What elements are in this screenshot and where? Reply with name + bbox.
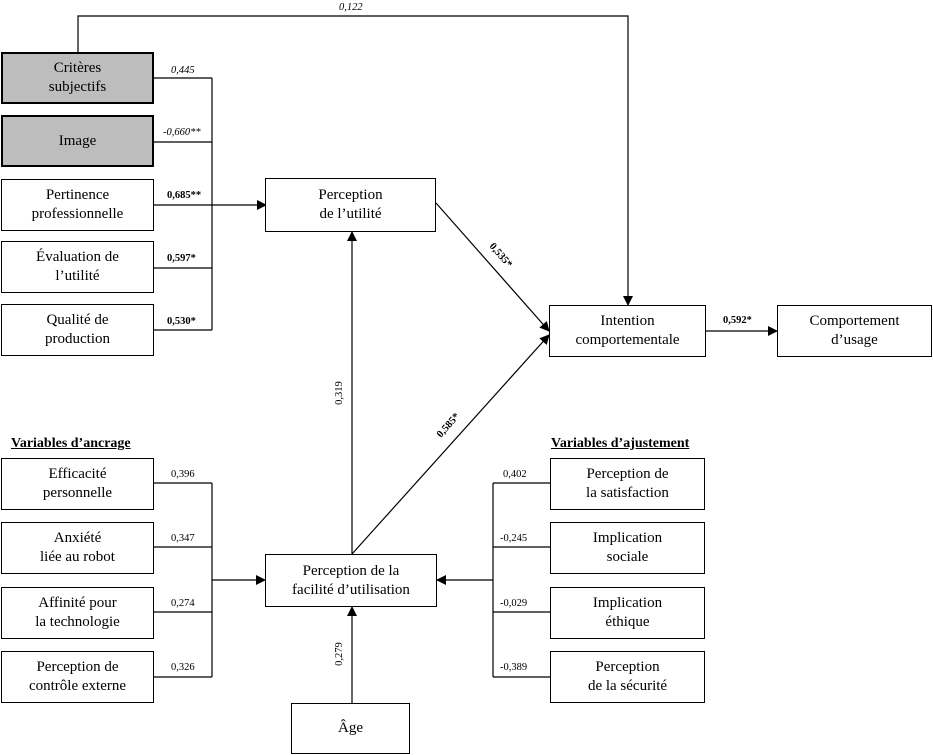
coef-age: 0,279 [334, 642, 345, 666]
box-perception-securite: Perception de la sécurité [550, 651, 705, 703]
path-criteres-intention [77, 15, 633, 306]
coef-satisfaction: 0,402 [503, 469, 527, 480]
box-efficacite-personnelle: Efficacité personnelle [1, 458, 154, 510]
coef-efficacite: 0,396 [171, 469, 195, 480]
coef-criteres: 0,445 [171, 65, 195, 76]
box-perception-satisfaction: Perception de la satisfaction [550, 458, 705, 510]
header-variables-ajustement: Variables d’ajustement [551, 436, 690, 451]
coef-image: -0,660** [163, 127, 201, 138]
coef-intention-comportement: 0,592* [723, 315, 752, 326]
box-evaluation-utilite: Évaluation de l’utilité [1, 241, 154, 293]
coef-evaluation: 0,597* [167, 253, 196, 264]
coef-anxiete: 0,347 [171, 533, 195, 544]
coef-qualite: 0,530* [167, 316, 196, 327]
box-age: Âge [291, 703, 410, 754]
box-facilite-utilisation: Perception de la facilité d’utilisation [265, 554, 437, 607]
header-variables-ancrage: Variables d’ancrage [11, 436, 131, 451]
coef-implication-sociale: -0,245 [500, 533, 528, 544]
coef-affinite: 0,274 [171, 598, 195, 609]
box-pertinence-professionnelle: Pertinence professionnelle [1, 179, 154, 231]
box-implication-ethique: Implication éthique [550, 587, 705, 639]
box-qualite-production: Qualité de production [1, 304, 154, 356]
coef-criteres-intention: 0,122 [339, 2, 363, 13]
box-criteres-subjectifs: Critères subjectifs [1, 52, 154, 104]
coef-implication-ethique: -0,029 [500, 598, 528, 609]
arrow-utilite-intention [435, 202, 550, 332]
coef-pertinence: 0,685** [167, 190, 202, 201]
box-intention-comportementale: Intention comportementale [549, 305, 706, 357]
arrow-facilite-intention [351, 334, 550, 555]
box-perception-utilite: Perception de l’utilité [265, 178, 436, 232]
box-controle-externe: Perception de contrôle externe [1, 651, 154, 703]
box-affinite-technologie: Affinité pour la technologie [1, 587, 154, 639]
box-comportement-usage: Comportement d’usage [777, 305, 932, 357]
box-image: Image [1, 115, 154, 167]
box-anxiete-robot: Anxiété liée au robot [1, 522, 154, 574]
coef-facilite-utilite: 0,319 [334, 381, 345, 405]
box-implication-sociale: Implication sociale [550, 522, 705, 574]
coef-securite: -0,389 [500, 662, 528, 673]
coef-controle: 0,326 [171, 662, 195, 673]
